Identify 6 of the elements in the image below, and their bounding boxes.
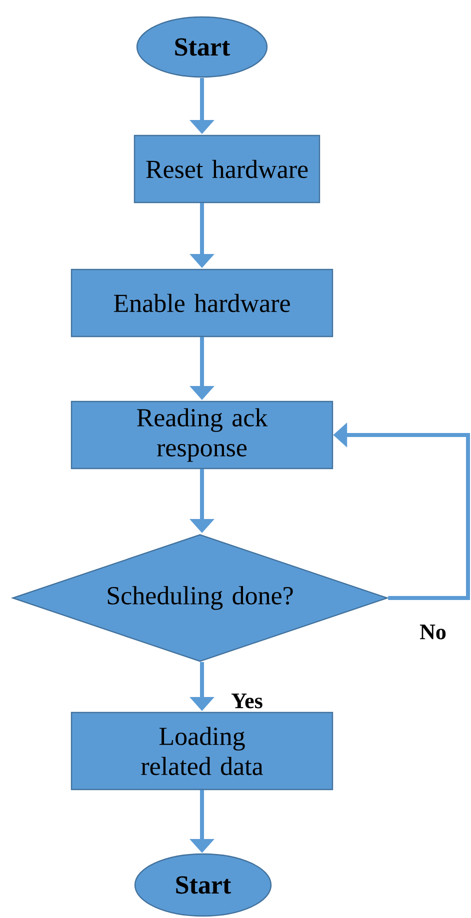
edge-label: Yes [232, 694, 262, 708]
process-box: Reset hardware [134, 134, 320, 204]
process-box: Reading ack response [70, 400, 334, 470]
process-box: Enable hardware [70, 268, 334, 338]
edge-label: No [420, 624, 446, 640]
process-box: Loading related data [70, 712, 334, 790]
